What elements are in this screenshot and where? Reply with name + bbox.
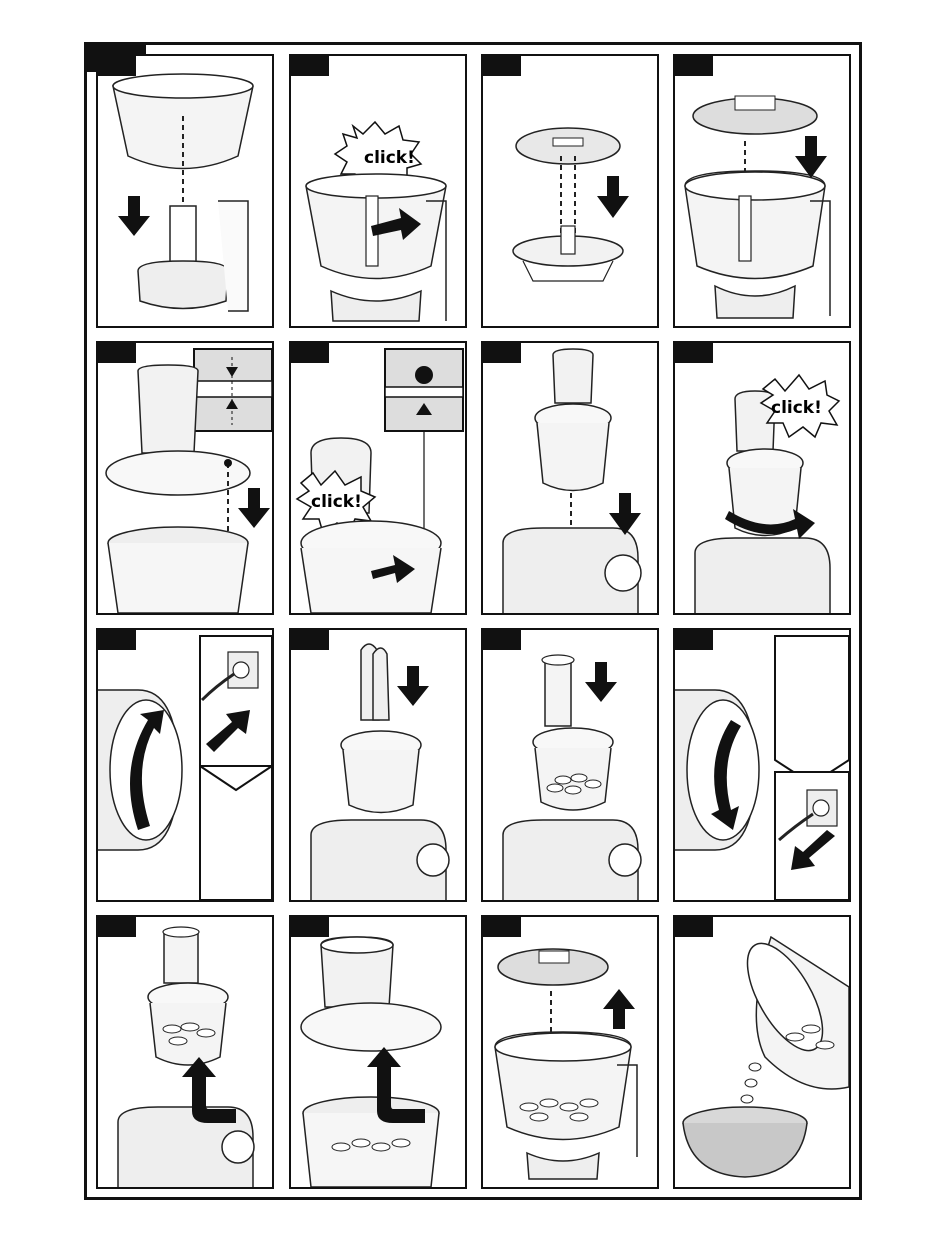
step-panel-2: click! bbox=[289, 54, 467, 328]
step-panel-8: click! bbox=[673, 341, 851, 615]
disc-insert-illustration bbox=[675, 56, 849, 326]
disc-removal-illustration bbox=[483, 917, 657, 1187]
step-panel-6: click! bbox=[289, 341, 467, 615]
step-panel-16 bbox=[673, 915, 851, 1189]
step-panel-3 bbox=[481, 54, 659, 328]
click-callout: click! bbox=[364, 148, 415, 168]
step-panel-11 bbox=[481, 628, 659, 902]
disc-assembly-illustration bbox=[483, 56, 657, 326]
step-panel-1 bbox=[96, 54, 274, 328]
empty-bowl-illustration bbox=[675, 917, 849, 1187]
power-on-illustration bbox=[98, 630, 272, 900]
step-panel-13 bbox=[96, 915, 274, 1189]
pusher-illustration bbox=[483, 630, 657, 900]
feed-carrots-illustration bbox=[291, 630, 465, 900]
step-panel-15 bbox=[481, 915, 659, 1189]
attachment-mount-illustration bbox=[483, 343, 657, 613]
step-panel-10 bbox=[289, 628, 467, 902]
attachment-removal-illustration bbox=[98, 917, 272, 1187]
bowl-lock-illustration: click! bbox=[291, 56, 465, 326]
lid-lock-illustration: click! bbox=[291, 343, 465, 613]
down-arrow-icon bbox=[795, 136, 827, 178]
attachment-lock-illustration: click! bbox=[675, 343, 849, 613]
step-panel-9 bbox=[96, 628, 274, 902]
lid-alignment-illustration bbox=[98, 343, 272, 613]
step-panel-12 bbox=[673, 628, 851, 902]
down-arrow-icon bbox=[585, 662, 617, 702]
click-callout: click! bbox=[771, 398, 822, 418]
bowl-mount-illustration bbox=[98, 56, 272, 326]
step-panel-4 bbox=[673, 54, 851, 328]
step-panel-14 bbox=[289, 915, 467, 1189]
down-arrow-icon bbox=[238, 488, 270, 528]
step-panel-5 bbox=[96, 341, 274, 615]
down-arrow-icon bbox=[397, 666, 429, 706]
step-panel-7 bbox=[481, 341, 659, 615]
down-arrow-icon bbox=[597, 176, 629, 218]
lid-removal-illustration bbox=[291, 917, 465, 1187]
click-callout: click! bbox=[311, 492, 362, 512]
down-arrow-icon bbox=[118, 196, 150, 236]
up-arrow-icon bbox=[603, 989, 635, 1029]
power-off-illustration bbox=[675, 630, 849, 900]
